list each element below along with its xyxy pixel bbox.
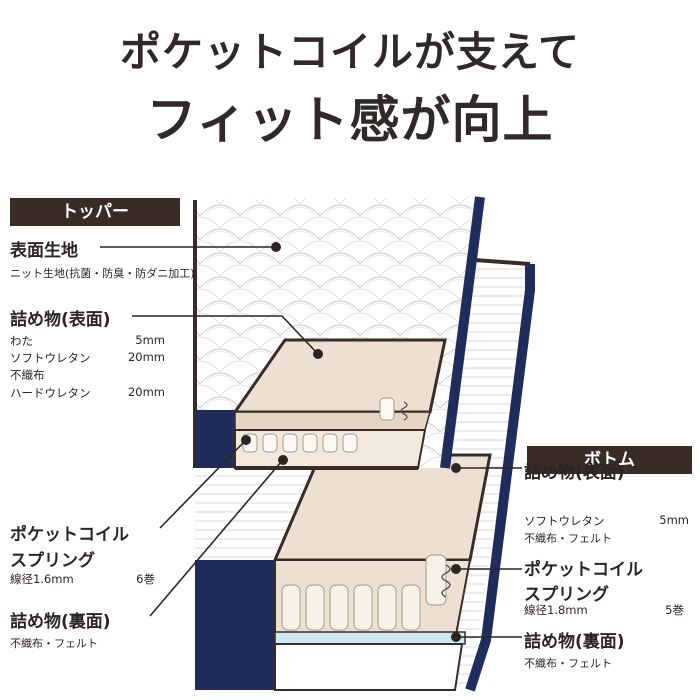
topper-spec-row-4: ハードウレタン 20mm: [10, 385, 165, 400]
spec-value: 5mm: [135, 333, 165, 347]
bottom-filling-top-spec: ソフトウレタン 5mm: [524, 513, 689, 528]
topper-filling-top-title: 詰め物(表面): [10, 310, 111, 330]
bottom-coil-row: [281, 554, 451, 631]
topper-badge: トッパー: [10, 198, 180, 226]
spec-name: わた: [10, 334, 33, 348]
topper-spec-row-3: 不織布: [10, 367, 165, 382]
spec-value: 5巻: [665, 603, 684, 617]
topper-filling-bottom-title: 詰め物(裏面): [10, 612, 111, 632]
spec-value: 6巻: [136, 572, 155, 586]
leader-lines: [100, 242, 522, 642]
bottom-filling-bottom-title: 詰め物(裏面): [524, 632, 625, 652]
bottom-spring-title-2: スプリング: [524, 585, 609, 605]
bottom-filling-top-desc: 不織布・フェルト: [524, 532, 612, 545]
topper-coil-row: [242, 397, 408, 453]
surface-fabric-title: 表面生地: [10, 241, 78, 261]
bottom-filling-top-title: 詰め物(表面): [524, 463, 625, 483]
topper-spring-title-1: ポケットコイル: [10, 525, 129, 545]
spec-value: 20mm: [127, 385, 165, 399]
topper-spec-row-1: わた 5mm: [10, 333, 165, 348]
headline-line1: ポケットコイルが支えて: [120, 28, 580, 76]
spec-name: ソフトウレタン: [524, 514, 605, 528]
spec-name: ソフトウレタン: [10, 351, 91, 365]
spec-name: ハードウレタン: [10, 386, 91, 400]
bottom-spring-spec: 線径1.8mm 5巻: [524, 602, 684, 617]
bottom-spring-title-1: ポケットコイル: [524, 560, 643, 580]
topper-filling-bottom-desc: 不織布・フェルト: [10, 637, 98, 650]
spec-value: 5mm: [659, 513, 689, 527]
spec-name: 不織布: [10, 368, 45, 382]
bottom-filling-bottom-desc: 不織布・フェルト: [524, 657, 612, 670]
spec-value: 20mm: [127, 350, 165, 364]
topper-spring-spec: 線径1.6mm 6巻: [10, 571, 155, 586]
spec-name: 線径1.8mm: [524, 603, 588, 617]
topper-mattress: [193, 196, 485, 470]
topper-spec-row-2: ソフトウレタン 20mm: [10, 350, 165, 365]
spec-name: 線径1.6mm: [10, 572, 74, 586]
topper-spring-title-2: スプリング: [10, 551, 95, 571]
surface-fabric-desc: ニット生地(抗菌・防臭・防ダニ加工): [10, 267, 195, 280]
bottom-badge: ボトム: [527, 446, 692, 474]
headline-line2: フィット感が向上: [146, 91, 554, 149]
